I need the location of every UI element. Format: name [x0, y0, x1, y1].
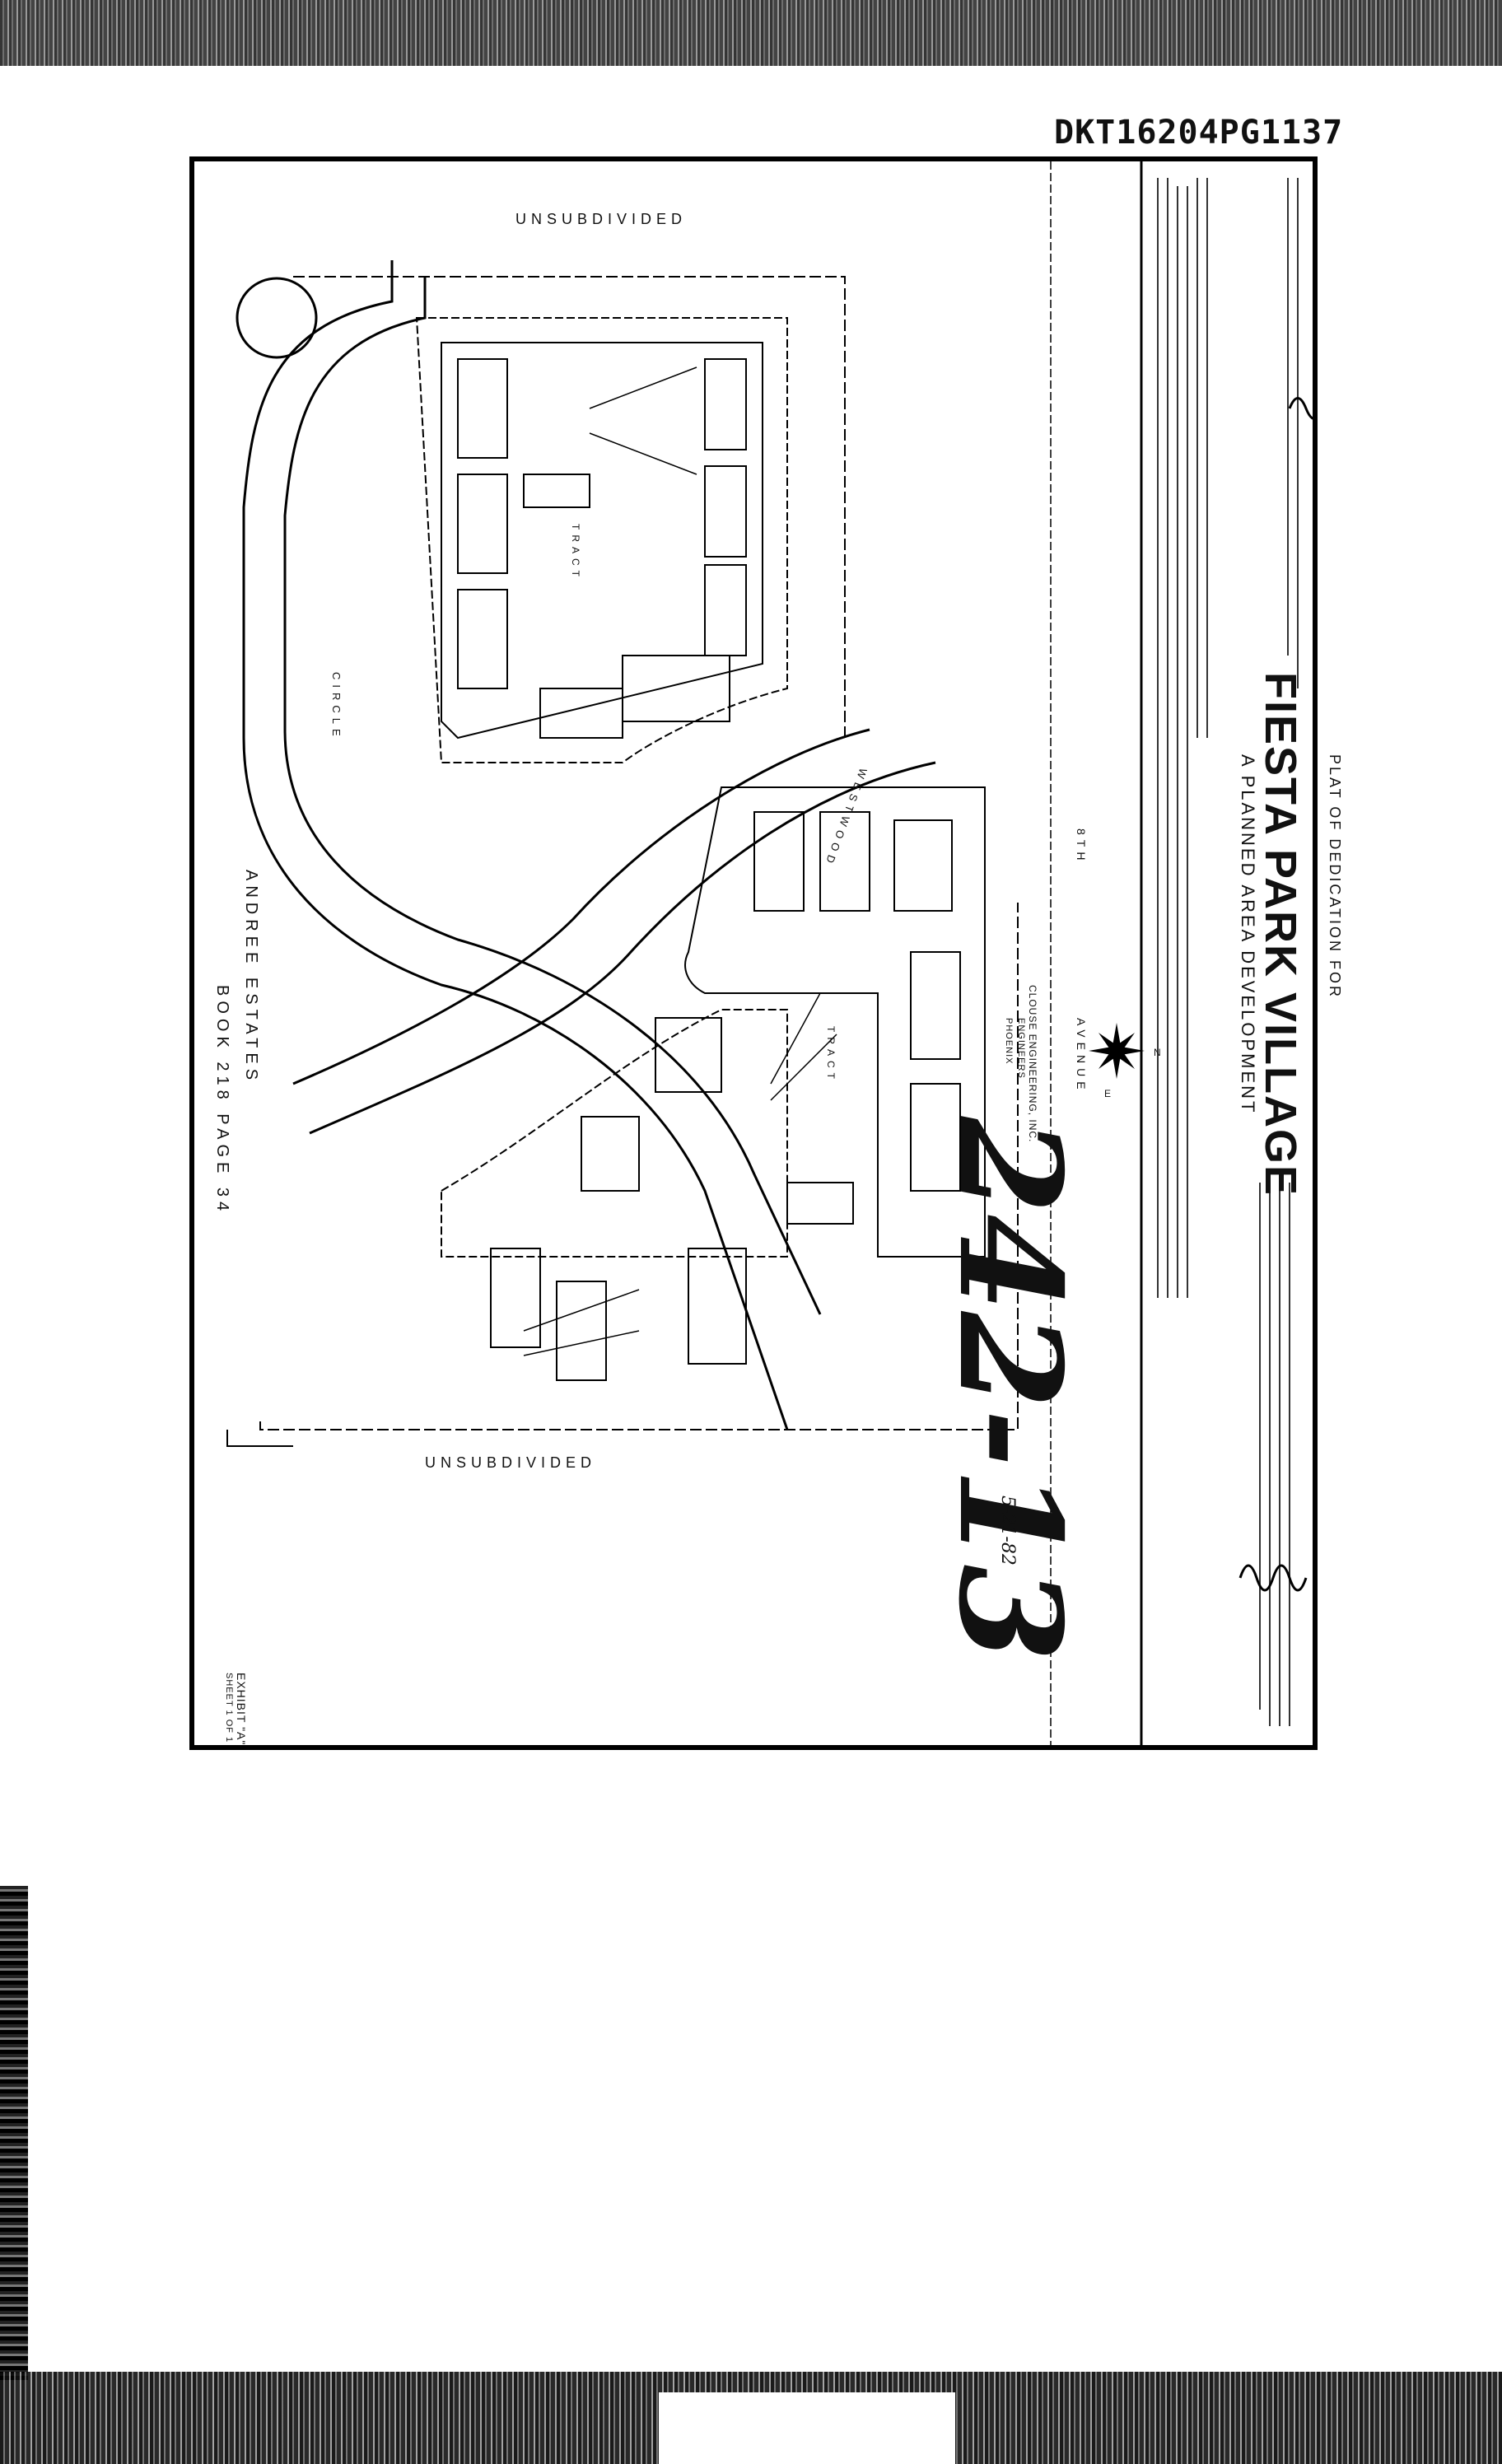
tract-a-boundary: [415, 317, 788, 763]
plat-heading: PLAT OF DEDICATION FOR: [1327, 754, 1343, 1000]
scan-gap: [659, 2392, 955, 2464]
circle-road-east: [283, 277, 822, 1315]
compass-east: E: [1104, 1088, 1113, 1099]
tract-b-buildings: [490, 811, 961, 1381]
westwood-road-south: [309, 761, 936, 1135]
tract-b-west: [441, 1009, 788, 1258]
compass-north: N: [1154, 1047, 1162, 1058]
notes-lines: [1157, 178, 1299, 1726]
circle-road-west: [242, 260, 789, 1430]
tract-a-inner: [441, 342, 763, 740]
label-unsubdivided-top: UNSUBDIVIDED: [515, 211, 688, 227]
label-book: BOOK 218 PAGE 34: [213, 985, 231, 1216]
plat-sheet: FIESTA PARK VILLAGE PLAT OF DEDICATION F…: [189, 156, 1343, 1750]
label-unsubdivided-bottom: UNSUBDIVIDED: [425, 1454, 597, 1471]
south-boundary: [259, 903, 1019, 1430]
engineer-role: ENGINEERS: [1016, 1018, 1026, 1079]
plat-title: FIESTA PARK VILLAGE: [1256, 672, 1305, 1197]
label-estates: ANDREE ESTATES: [242, 870, 260, 1085]
scan-noise-left: [0, 1886, 28, 2380]
westwood-road-north: [292, 728, 870, 1085]
engineer-city: PHOENIX: [1004, 1018, 1014, 1065]
label-circle: CIRCLE: [330, 672, 343, 741]
tract-b-boundary: [684, 786, 986, 1258]
label-8th: 8TH: [1075, 828, 1088, 866]
signature-scribble-1: [1238, 1564, 1308, 1592]
cul-de-sac: [236, 277, 318, 359]
label-avenue: AVENUE: [1075, 1018, 1088, 1094]
label-tract-a: TRACT: [570, 524, 581, 581]
label-tract-b: TRACT: [825, 1026, 837, 1084]
north-boundary: [293, 276, 846, 738]
exhibit-label: EXHIBIT "A": [235, 1673, 248, 1746]
handwritten-date: 5-21-82: [997, 1496, 1018, 1566]
plat-drawing: [226, 161, 1313, 1745]
handwritten-number: 242-13: [927, 1117, 1092, 1662]
scan-noise-top: [0, 0, 1502, 66]
docket-number: DKT16204PG1137: [1054, 114, 1344, 152]
north-arrow: [1089, 1023, 1145, 1079]
leader-lines: [523, 366, 837, 1356]
tract-a-buildings: [457, 358, 747, 739]
plat-subtitle: A PLANNED AREA DEVELOPMENT: [1238, 754, 1258, 1115]
signature-scribble-2: [1288, 397, 1313, 420]
sheet-label: SHEET 1 OF 1: [224, 1673, 234, 1743]
